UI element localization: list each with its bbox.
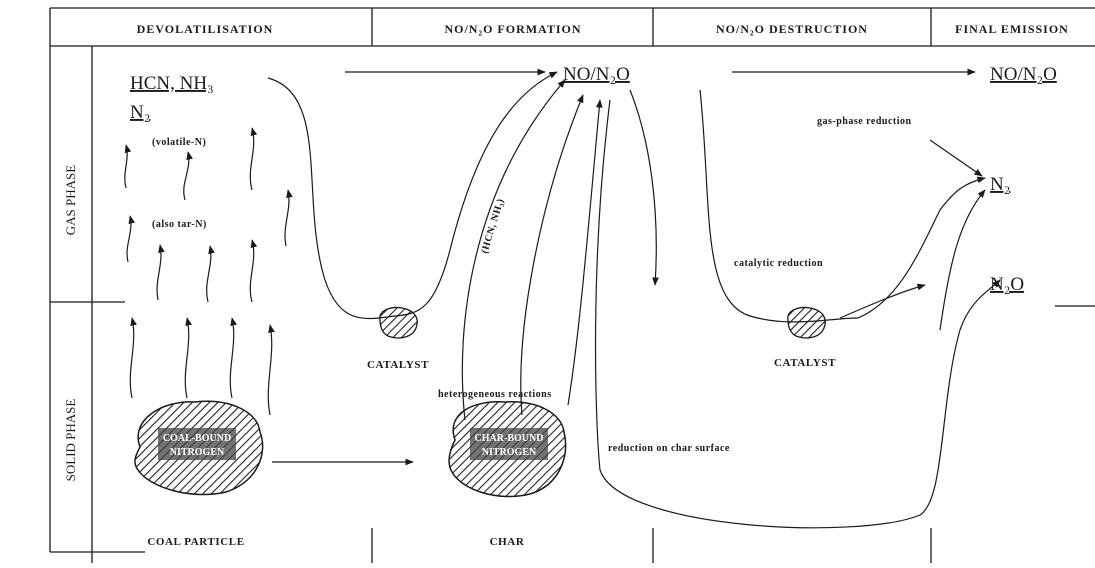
header-formation: NO/N₂O FORMATION	[444, 22, 581, 36]
no-n2o-mid-label: NO/N₂O	[563, 64, 630, 85]
char-bound-label-1: CHAR-BOUND	[475, 433, 544, 444]
char-particle-blob: CHAR-BOUND NITROGEN	[449, 402, 566, 497]
solid-phase-label: SOLID PHASE	[63, 399, 78, 482]
char-label: CHAR	[490, 536, 525, 548]
catalyst-left-particle	[380, 308, 417, 338]
catalyst-left-label: CATALYST	[367, 359, 429, 371]
gas-phase-label: GAS PHASE	[63, 165, 78, 235]
curve-catalyst-oxidation	[268, 72, 557, 318]
coal-bound-label-1: COAL-BOUND	[163, 433, 231, 444]
volatile-species-label: HCN, NH₃	[130, 73, 214, 94]
header-destruction: NO/N₂O DESTRUCTION	[716, 22, 868, 36]
also-tar-n-label: (also tar-N)	[152, 219, 207, 230]
header-final-emission: FINAL EMISSION	[955, 22, 1069, 36]
curve-no-down-to-char	[630, 90, 656, 285]
header-devolatilisation: DEVOLATILISATION	[137, 22, 274, 36]
catalyst-right-particle	[788, 308, 825, 338]
hcn-nh3-path-label: (HCN, NH₃)	[479, 197, 506, 255]
phase-column	[50, 46, 145, 563]
heterogeneous-reactions-label: heterogeneous reactions	[438, 389, 552, 400]
catalyst-right-label: CATALYST	[774, 357, 836, 369]
bottom-ticks	[372, 528, 931, 563]
curve-hcn-from-char	[462, 80, 565, 420]
reduction-on-char-label: reduction on char surface	[608, 443, 730, 454]
gas-phase-reduction-label: gas-phase reduction	[817, 116, 912, 127]
coal-bound-label-2: NITROGEN	[170, 447, 225, 458]
char-bound-label-2: NITROGEN	[482, 447, 537, 458]
volatile-n-label: (volatile-N)	[152, 137, 206, 148]
catalytic-reduction-label: catalytic reduction	[734, 258, 823, 269]
n2-left-label: N₂	[130, 102, 150, 123]
arrow-gas-phase-reduction	[930, 140, 982, 176]
coal-particle-blob: COAL-BOUND NITROGEN	[135, 401, 263, 494]
no-n2o-right-label: NO/N₂O	[990, 64, 1057, 85]
n2-right-label: N₂	[990, 174, 1010, 195]
coal-particle-label: COAL PARTICLE	[147, 536, 244, 548]
